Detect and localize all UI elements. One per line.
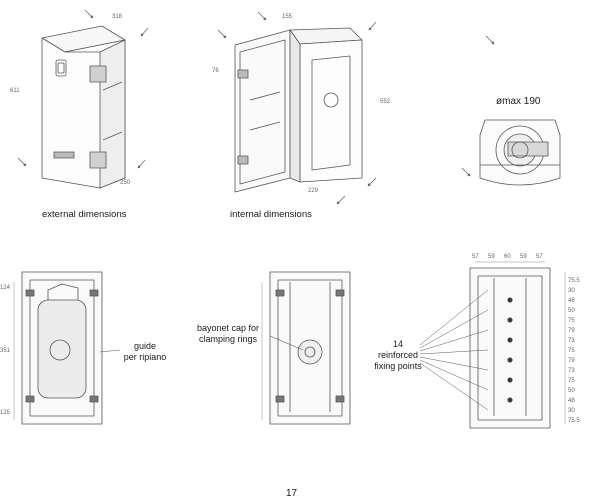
dim-internal-depth: 229 xyxy=(308,188,319,194)
dim-right-side-6: 79 xyxy=(568,328,575,334)
dim-front-top: 124 xyxy=(0,285,11,291)
label-guide-line1: guide xyxy=(133,341,157,351)
label-fixing-points: 14 reinforced fixing points xyxy=(370,339,426,372)
fix-leaders xyxy=(419,289,489,411)
open-cabinet-drawing xyxy=(234,27,363,193)
dim-external-depth: 250 xyxy=(120,180,131,186)
dim-right-side-11: 75 xyxy=(568,378,575,384)
top-view-drawing xyxy=(479,119,561,186)
dim-external-width: 318 xyxy=(112,14,123,20)
label-bayonet-line2: clamping rings xyxy=(198,334,258,344)
front-view-fixing-points-drawing xyxy=(469,261,566,429)
label-guide: guide per ripiano xyxy=(120,341,170,363)
caption-omax: ømax 190 xyxy=(496,96,541,107)
page-number: 17 xyxy=(286,488,298,499)
guide-leader xyxy=(99,349,121,353)
label-bayonet-line1: bayonet cap for xyxy=(196,323,260,333)
label-guide-line2: per ripiano xyxy=(123,352,167,362)
caption-internal: internal dimensions xyxy=(230,209,312,220)
dim-right-side-5: 75 xyxy=(568,318,575,324)
dim-right-side-15: 75.5 xyxy=(568,418,580,424)
dim-front-bottom: 125 xyxy=(0,410,11,416)
label-fix-line1: 14 xyxy=(392,339,403,349)
bayonet-leader xyxy=(269,335,304,351)
dim-right-side-4: 50 xyxy=(568,308,575,314)
callout-arrow-icon xyxy=(17,9,495,205)
dim-right-side-8: 75 xyxy=(568,348,575,354)
dim-right-side-13: 48 xyxy=(568,398,575,404)
dim-right-side-14: 30 xyxy=(568,408,575,414)
dim-right-side-7: 73 xyxy=(568,338,575,344)
dim-right-side-2: 30 xyxy=(568,288,575,294)
dim-internal-angle: 76 xyxy=(212,68,219,74)
front-view-bayonet-drawing xyxy=(261,271,351,425)
label-fix-line2: reinforced xyxy=(377,350,419,360)
front-view-extinguisher-drawing xyxy=(13,271,103,425)
dim-front-middle: 351 xyxy=(0,348,11,354)
dim-right-side-12: 50 xyxy=(568,388,575,394)
dim-internal-width: 155 xyxy=(282,14,293,20)
dim-right-top-2: 59 xyxy=(488,254,495,260)
label-fix-line3: fixing points xyxy=(374,361,422,371)
dim-right-side-1: 75.5 xyxy=(568,278,580,284)
dim-right-top-1: 57 xyxy=(472,254,479,260)
dim-right-top-4: 59 xyxy=(520,254,527,260)
caption-external: external dimensions xyxy=(42,209,127,220)
dim-right-top-5: 57 xyxy=(536,254,543,260)
label-bayonet: bayonet cap for clamping rings xyxy=(188,323,268,345)
dim-right-side-10: 73 xyxy=(568,368,575,374)
dim-right-side-9: 79 xyxy=(568,358,575,364)
dim-right-side-3: 48 xyxy=(568,298,575,304)
dim-external-height: 611 xyxy=(10,88,20,94)
dim-internal-height: 552 xyxy=(380,99,391,105)
closed-cabinet-drawing xyxy=(41,25,126,189)
dim-right-top-3: 60 xyxy=(504,254,511,260)
